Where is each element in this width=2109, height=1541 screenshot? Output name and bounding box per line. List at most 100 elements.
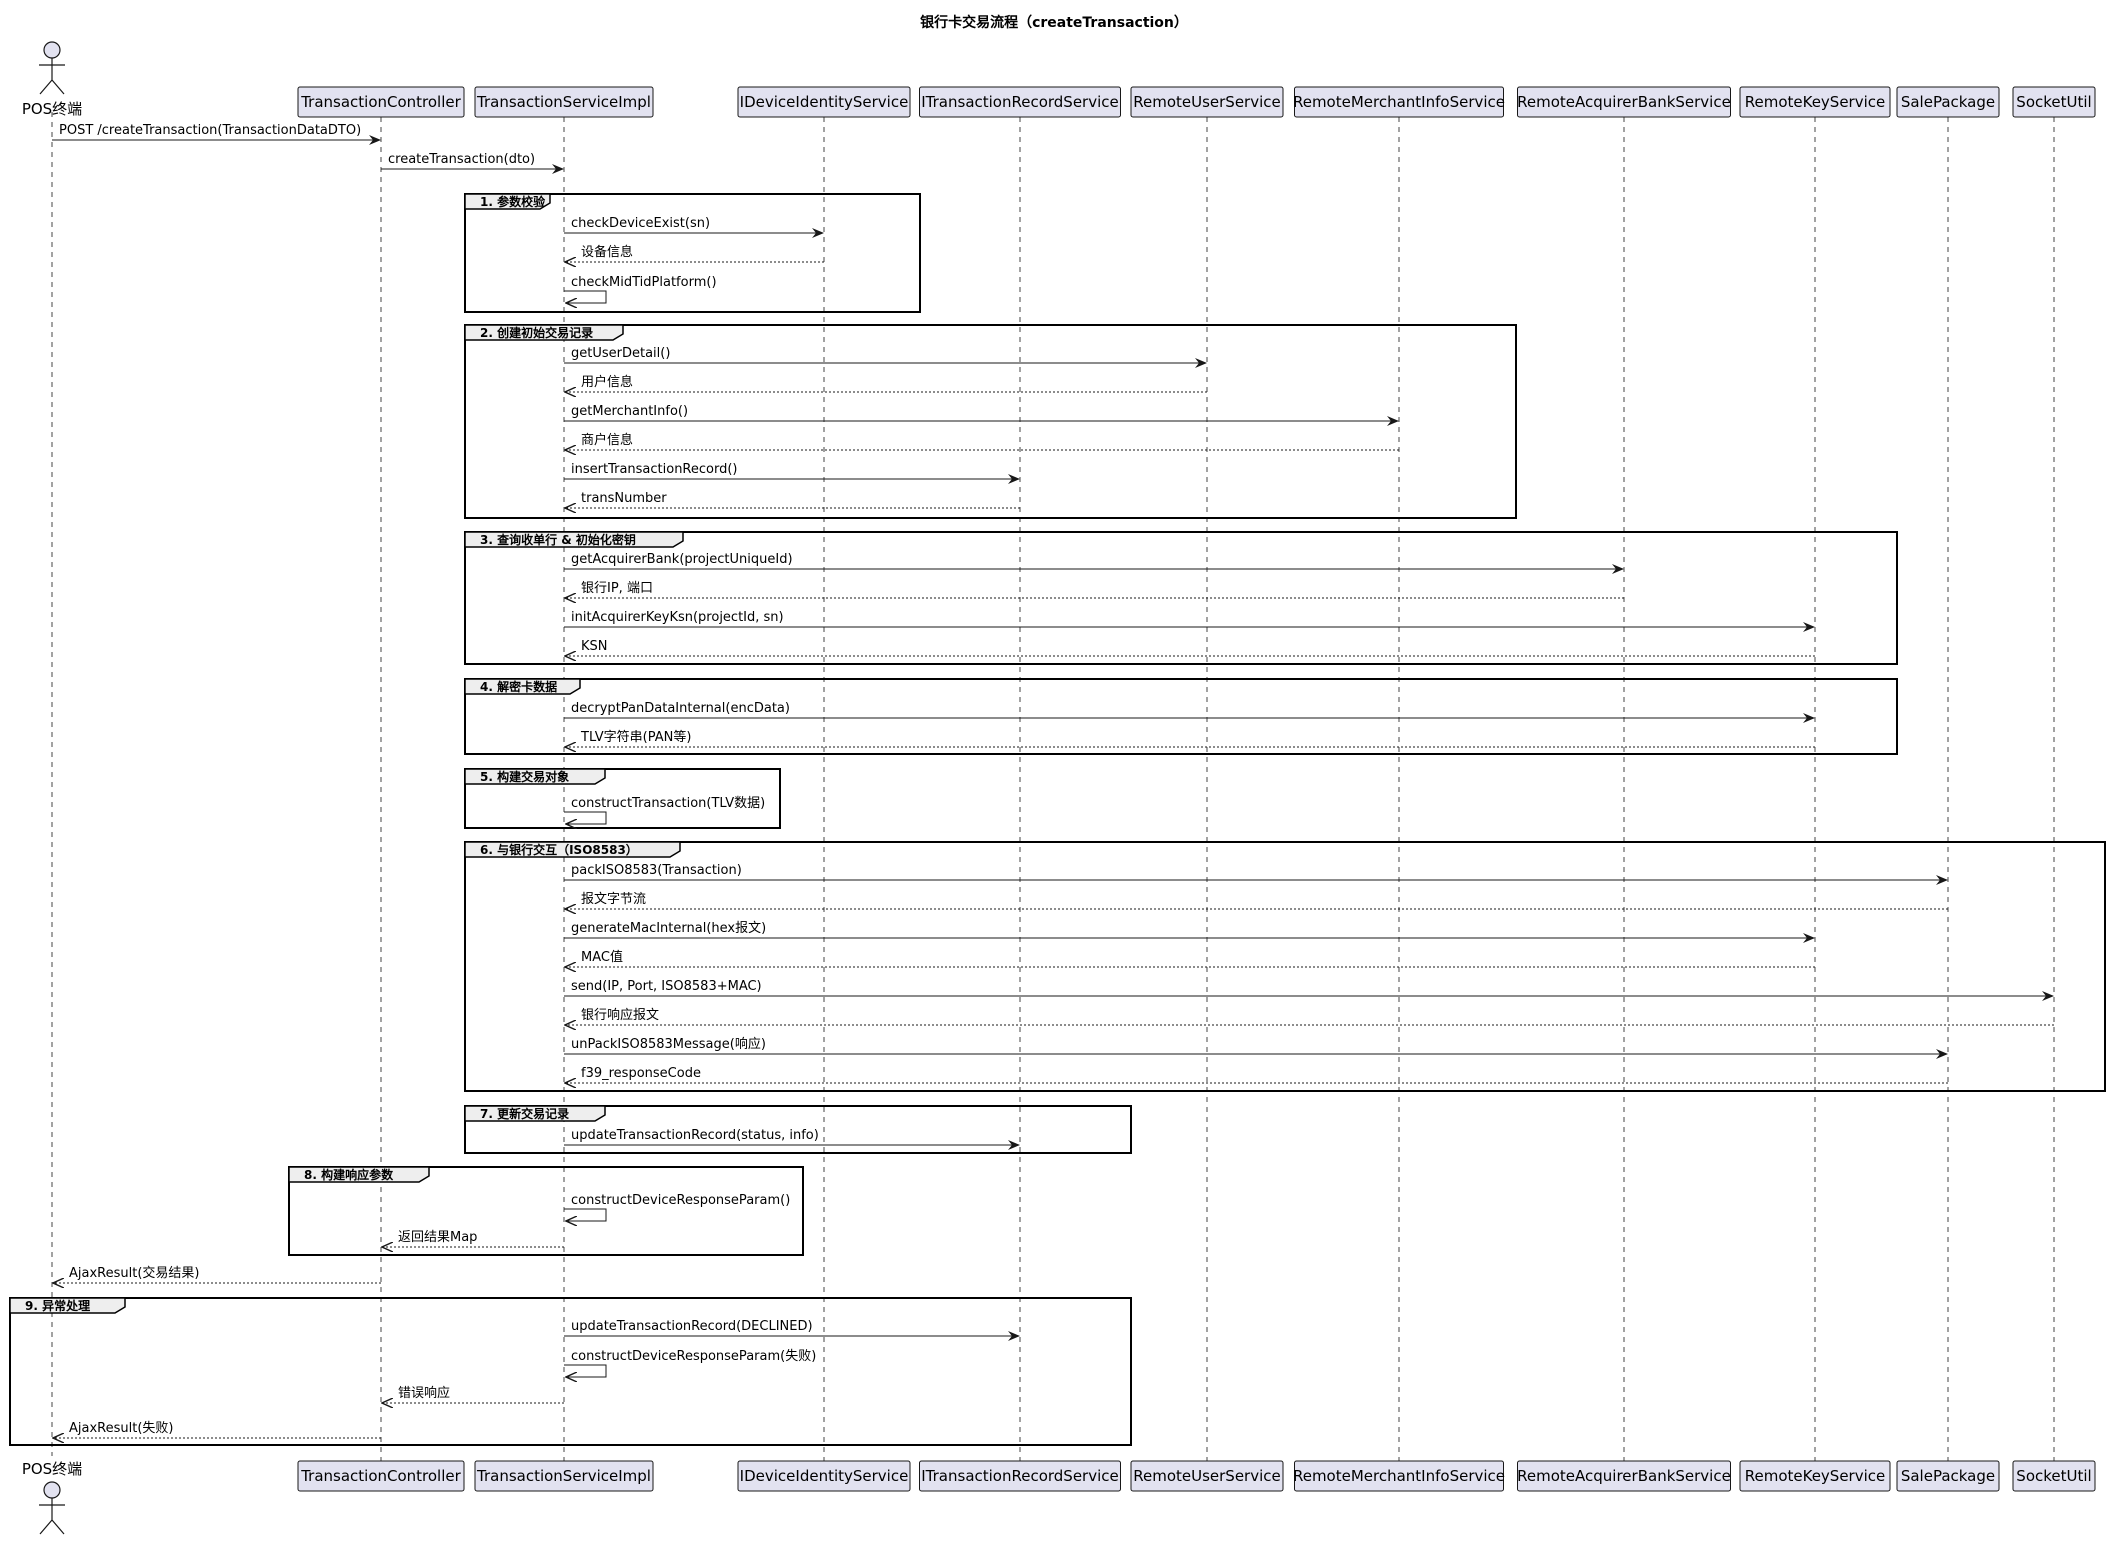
participant-tsi-top: TransactionServiceImpl [474, 86, 654, 118]
message-call: checkDeviceExist(sn) [564, 216, 824, 238]
participant-label: TransactionServiceImpl [476, 93, 651, 111]
message-self-call: constructDeviceResponseParam() [564, 1193, 790, 1221]
message-label: updateTransactionRecord(status, info) [571, 1128, 819, 1143]
message-call: decryptPanDataInternal(encData) [564, 701, 1815, 723]
participant-box [1517, 1460, 1731, 1492]
participants-top: POS终端 TransactionController TransactionSer… [22, 41, 2096, 118]
self-call-arrow [564, 1364, 607, 1377]
group-label: 8. 构建响应参数 [304, 1167, 394, 1182]
group-border [9, 1297, 1132, 1446]
group-tab [464, 678, 581, 695]
group-frame: 4. 解密卡数据 [464, 678, 1898, 755]
message-return: 银行响应报文 [565, 1007, 2054, 1025]
message-label: MAC值 [581, 949, 623, 965]
actor-head-icon [43, 41, 61, 59]
message-label: constructTransaction(TLV数据) [571, 796, 765, 811]
participant-box [919, 86, 1121, 118]
actor-body-icon [39, 58, 65, 95]
message-label: AjaxResult(交易结果) [69, 1265, 199, 1281]
message-label: POST /createTransaction(TransactionDataD… [59, 123, 361, 138]
participant-rmis-bottom: RemoteMerchantInfoService [1293, 1460, 1505, 1492]
message-label: createTransaction(dto) [388, 152, 535, 167]
group-label: 3. 查询收单行 & 初始化密钥 [480, 532, 636, 547]
participant-rmis-top: RemoteMerchantInfoService [1293, 86, 1505, 118]
participant-label: RemoteAcquirerBankService [1517, 93, 1731, 111]
message-return: MAC值 [565, 949, 1815, 967]
message-label: AjaxResult(失败) [69, 1421, 173, 1436]
participant-label: TransactionController [300, 1467, 461, 1485]
group-border [464, 768, 781, 829]
message-label: 返回结果Map [398, 1230, 477, 1245]
participant-box [1896, 86, 2000, 118]
participant-label: ITransactionRecordService [921, 1467, 1119, 1485]
participant-itrs-top: ITransactionRecordService [919, 86, 1121, 118]
participant-box [1294, 1460, 1504, 1492]
message-call: updateTransactionRecord(DECLINED) [564, 1319, 1020, 1341]
group-tab [9, 1297, 126, 1314]
participant-box [297, 86, 465, 118]
participant-rus-top: RemoteUserService [1130, 86, 1284, 118]
message-label: decryptPanDataInternal(encData) [571, 701, 790, 716]
message-call: updateTransactionRecord(status, info) [564, 1128, 1020, 1150]
participant-label: IDeviceIdentityService [740, 1467, 909, 1485]
lifelines [51, 112, 2055, 1461]
participant-box [1517, 86, 1731, 118]
group-label: 7. 更新交易记录 [480, 1106, 569, 1121]
participant-box [1739, 1460, 1891, 1492]
group-tab [288, 1166, 430, 1183]
message-return: transNumber [565, 491, 1020, 508]
actor-pos-top: POS终端 [22, 41, 82, 118]
participant-label: RemoteUserService [1133, 93, 1281, 111]
diagram-title: 银行卡交易流程（createTransaction） [920, 14, 1188, 31]
group-label: 6. 与银行交互（ISO8583） [480, 842, 638, 857]
group-tab [464, 324, 624, 341]
message-label: send(IP, Port, ISO8583+MAC) [571, 979, 762, 994]
participant-rks-bottom: RemoteKeyService [1739, 1460, 1891, 1492]
participant-label: TransactionServiceImpl [476, 1467, 651, 1485]
participant-label: RemoteUserService [1133, 1467, 1281, 1485]
group-tab [464, 768, 606, 785]
group-border [464, 841, 2106, 1092]
participant-box [474, 1460, 654, 1492]
message-label: 银行响应报文 [581, 1007, 659, 1023]
actor-label: POS终端 [22, 100, 82, 118]
participant-label: RemoteMerchantInfoService [1293, 1467, 1505, 1485]
participant-tsi-bottom: TransactionServiceImpl [474, 1460, 654, 1492]
message-label: KSN [581, 639, 608, 654]
participant-box [737, 86, 911, 118]
group-frame: 1. 参数校验 [464, 193, 921, 313]
participant-box [474, 86, 654, 118]
participant-label: RemoteMerchantInfoService [1293, 93, 1505, 111]
group-border [464, 1105, 1132, 1154]
message-call: generateMacInternal(hex报文) [564, 921, 1815, 943]
message-label: constructDeviceResponseParam(失败) [571, 1349, 816, 1364]
participant-box [297, 1460, 465, 1492]
participant-label: TransactionController [300, 93, 461, 111]
group-frame: 9. 异常处理 [9, 1297, 1132, 1446]
group-label: 9. 异常处理 [25, 1298, 90, 1313]
message-call: POST /createTransaction(TransactionDataD… [52, 123, 381, 145]
participant-tc-top: TransactionController [297, 86, 465, 118]
participant-box [2012, 1460, 2096, 1492]
message-return: f39_responseCode [565, 1066, 1948, 1083]
participant-rks-top: RemoteKeyService [1739, 86, 1891, 118]
group-label: 1. 参数校验 [480, 194, 546, 209]
message-label: TLV字符串(PAN等) [580, 729, 691, 745]
participant-label: RemoteKeyService [1745, 1467, 1886, 1485]
message-label: packISO8583(Transaction) [571, 863, 742, 878]
message-label: 银行IP, 端口 [581, 581, 653, 596]
message-label: 报文字节流 [581, 892, 646, 907]
group-label: 2. 创建初始交易记录 [480, 325, 593, 340]
messages: POST /createTransaction(TransactionDataD… [52, 123, 2054, 1438]
actor-head-icon [43, 1481, 61, 1499]
participant-rabs-bottom: RemoteAcquirerBankService [1517, 1460, 1731, 1492]
message-return: 银行IP, 端口 [565, 581, 1624, 598]
group-frame: 5. 构建交易对象 [464, 768, 781, 829]
message-label: checkMidTidPlatform() [571, 275, 717, 290]
group-tab [464, 841, 681, 858]
message-label: constructDeviceResponseParam() [571, 1193, 790, 1208]
message-self-call: constructDeviceResponseParam(失败) [564, 1349, 816, 1377]
message-label: insertTransactionRecord() [571, 462, 738, 477]
